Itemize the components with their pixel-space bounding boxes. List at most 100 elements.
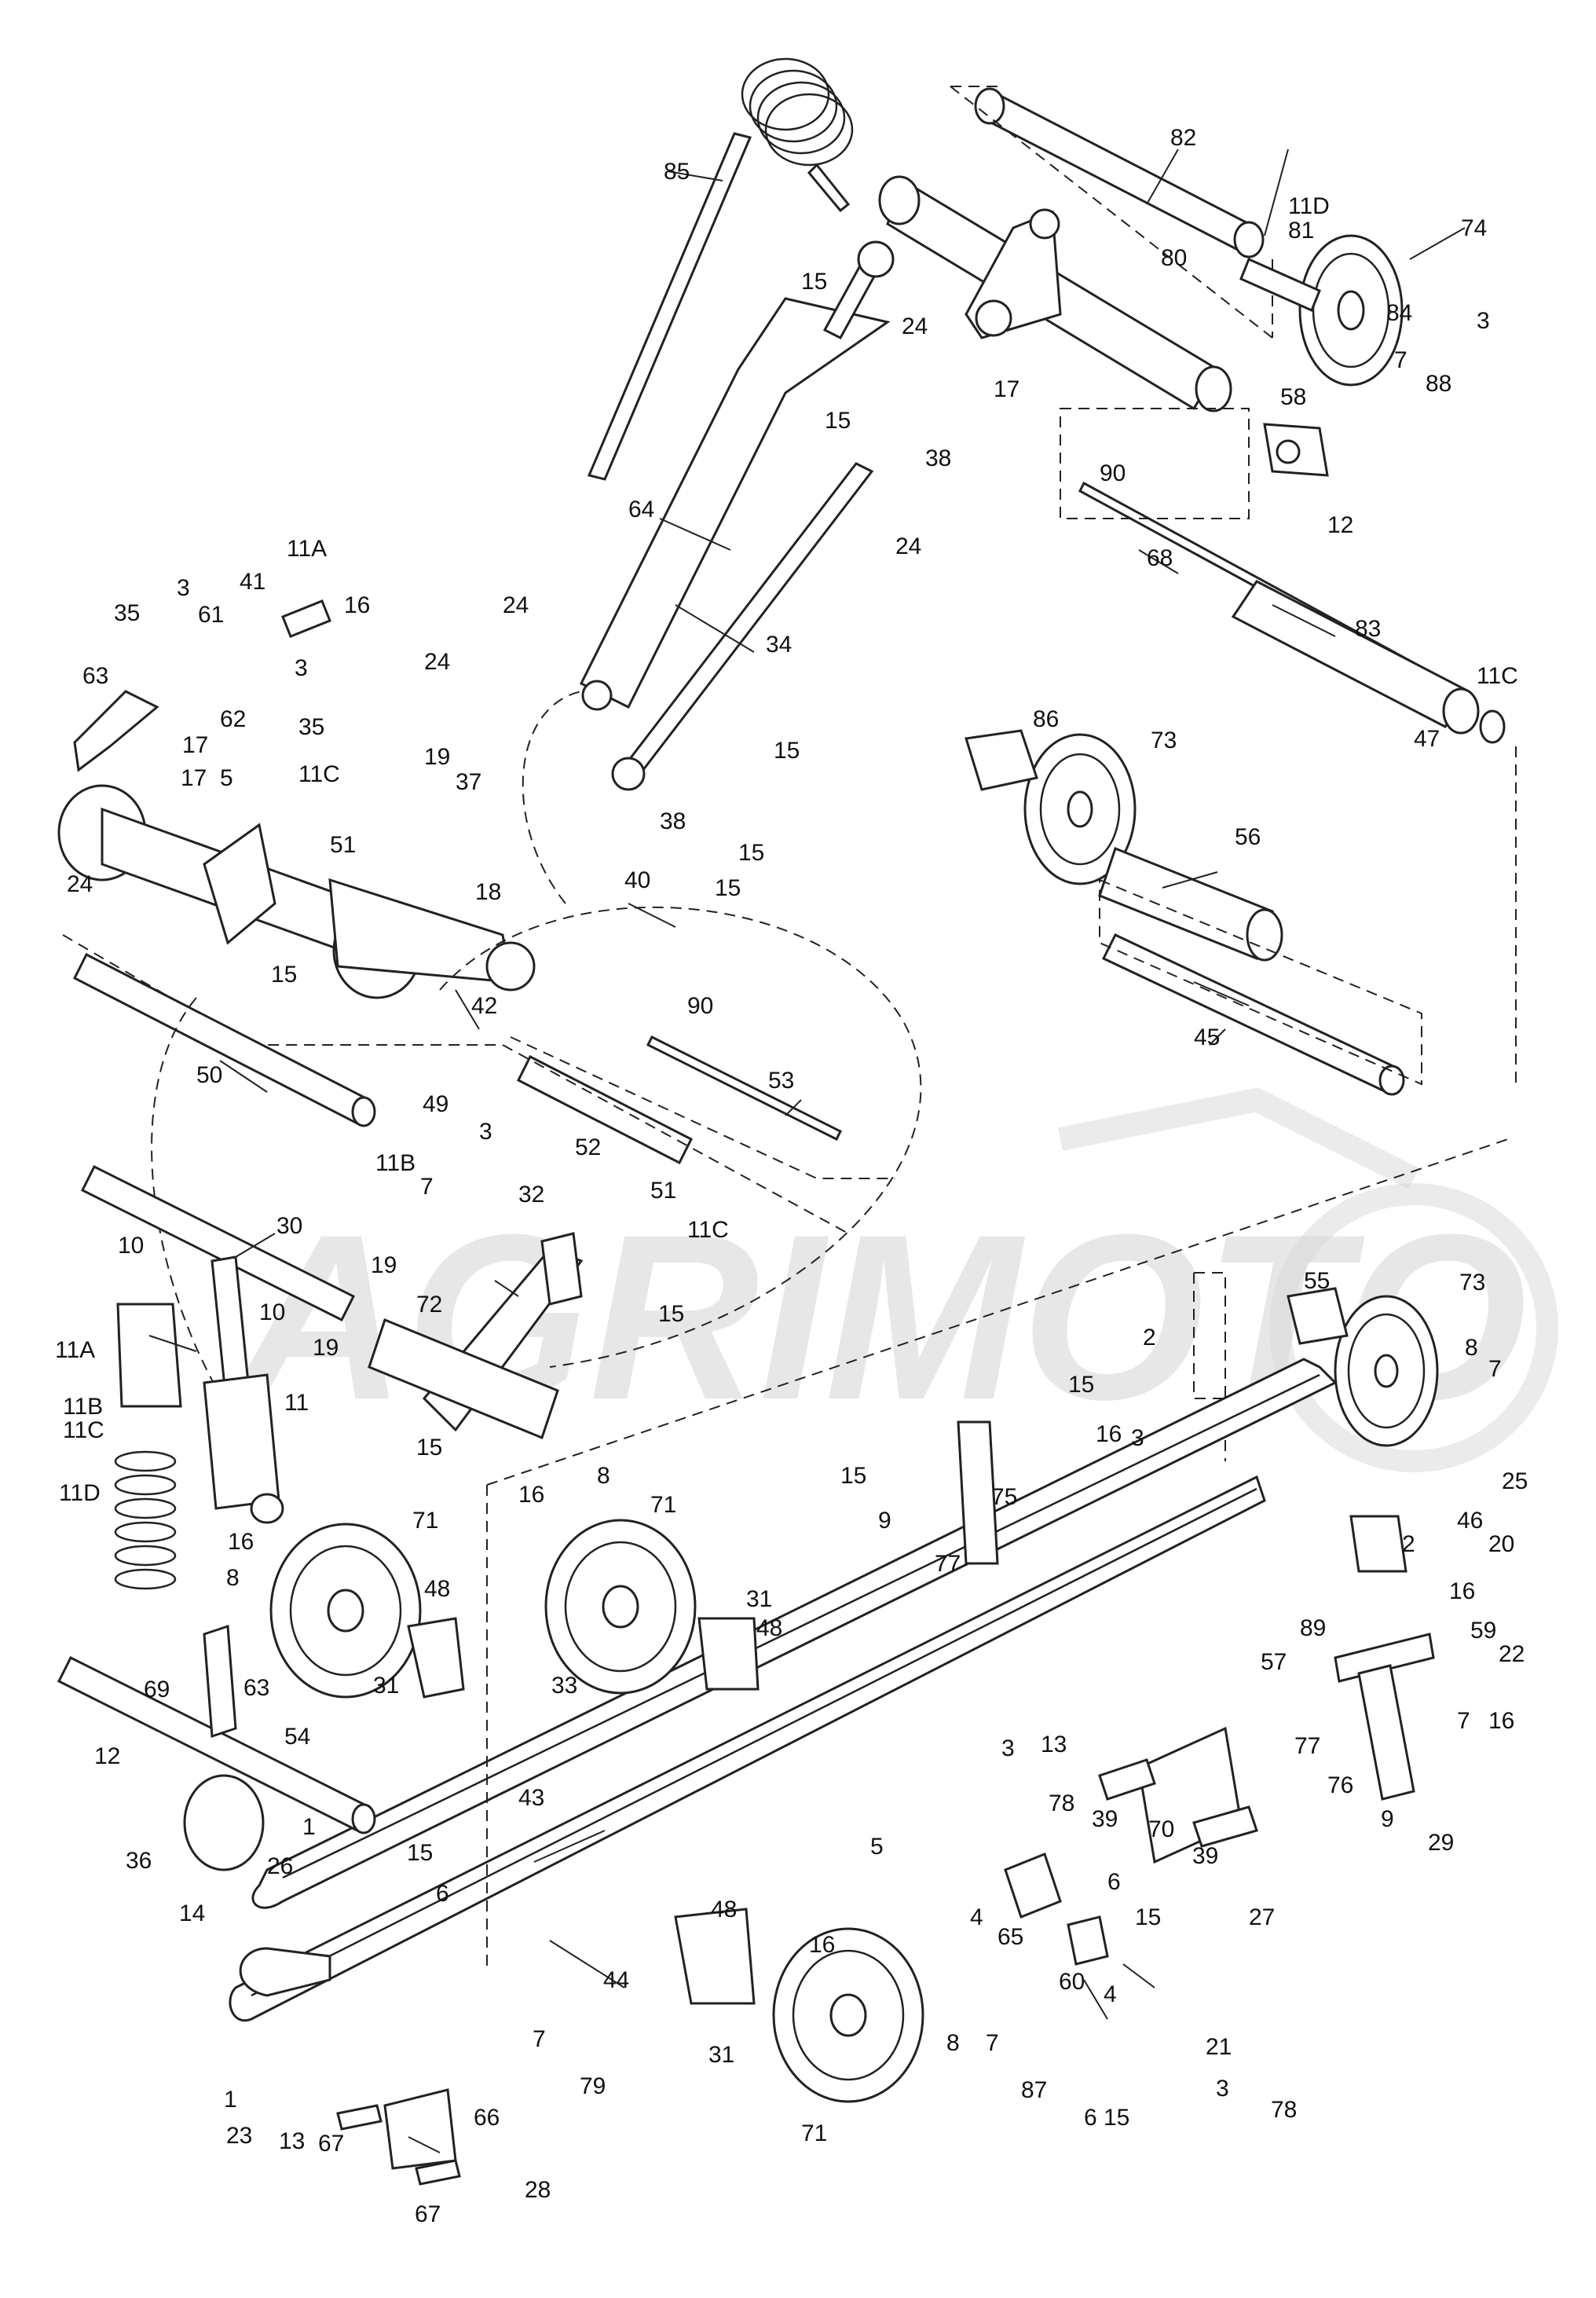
wheel-bracket-52-center <box>697 1617 760 1691</box>
callout-42a: 38 <box>925 445 951 471</box>
callout-19m: 15 <box>1104 2105 1129 2131</box>
shaft-54 <box>72 952 376 1127</box>
callout-29: 25 <box>1502 1468 1528 1494</box>
callout-62: 58 <box>1280 384 1306 410</box>
callout-47: 43 <box>518 1785 544 1811</box>
callout-39b: 35 <box>298 714 324 740</box>
callout-20c: 16 <box>518 1482 544 1508</box>
callout-70: 66 <box>474 2105 500 2131</box>
callout-68: 64 <box>628 497 654 522</box>
callout-76: 72 <box>416 1292 442 1318</box>
callout-48: 44 <box>603 1967 629 1993</box>
callout-77b: 73 <box>1459 1270 1485 1296</box>
callout-25: 21 <box>1206 2034 1232 2060</box>
callout-7b: 7 <box>420 1174 434 1200</box>
slide-rail-47 <box>251 1358 1338 1909</box>
callout-8d: 8 <box>946 2030 960 2056</box>
callout-28b: 24 <box>895 533 921 559</box>
callout-64: 60 <box>1059 1969 1085 1995</box>
callout-7c: 7 <box>1488 1356 1502 1382</box>
rail-end-48 <box>239 1947 331 1997</box>
callout-8b: 8 <box>597 1463 610 1489</box>
front-shock-11 <box>203 1255 284 1524</box>
callout-34: 30 <box>276 1213 302 1239</box>
callout-3d: 3 <box>479 1119 492 1145</box>
callout-8a: 8 <box>1465 1335 1478 1361</box>
callout-69: 65 <box>998 1924 1023 1950</box>
link-plate-61 <box>1334 1633 1435 1683</box>
callout-20a: 16 <box>344 592 370 618</box>
idler-wheel-75-left <box>269 1523 422 1699</box>
callout-81a: 77 <box>935 1551 961 1577</box>
callout-23b: 19 <box>371 1252 397 1278</box>
idler-wheel-77-lower <box>1287 1287 1439 1447</box>
callout-89: 85 <box>664 159 690 185</box>
plate-71-lower <box>415 2159 461 2186</box>
callout-77a: 73 <box>1151 728 1177 753</box>
bumper-67-lower <box>203 1624 237 1739</box>
leader-lines <box>148 148 1466 2153</box>
callout-11D: 11D <box>59 1480 101 1506</box>
callout-5b: 5 <box>870 1834 884 1860</box>
callout-18: 14 <box>179 1900 205 1926</box>
idler-wheel-75-center <box>544 1519 697 1695</box>
callout-28c: 24 <box>503 592 529 618</box>
callout-28e: 24 <box>67 871 93 897</box>
callout-3e: 3 <box>1131 1425 1144 1451</box>
callout-31: 27 <box>1249 1904 1275 1930</box>
callout-58: 54 <box>284 1724 310 1750</box>
callout-45: 41 <box>240 569 265 595</box>
callout-90: 86 <box>1033 706 1059 732</box>
callout-14a: 11C <box>1477 663 1518 689</box>
callout-35c: 31 <box>708 2042 734 2068</box>
callout-52b: 48 <box>756 1615 782 1641</box>
callout-65: 61 <box>198 602 224 628</box>
spacer-tube-60 <box>1098 847 1283 962</box>
plate-71-upper <box>336 2104 383 2131</box>
callout-35a: 31 <box>746 1586 772 1612</box>
callout-71b: 67 <box>415 2201 441 2227</box>
callout-12: 11A <box>287 536 327 562</box>
callout-19j: 15 <box>840 1463 866 1489</box>
callout-9b: 9 <box>1381 1806 1394 1832</box>
callout-50: 46 <box>1457 1508 1483 1534</box>
callout-93: 89 <box>1300 1615 1326 1641</box>
callout-11C: 11C <box>63 1417 104 1443</box>
callout-11B: 11B <box>63 1394 103 1420</box>
callout-75c: 71 <box>801 2120 827 2146</box>
callout-52c: 48 <box>711 1897 737 1922</box>
callout-49: 45 <box>1194 1024 1220 1050</box>
callout-3c: 3 <box>295 655 308 681</box>
front-arm-assembly <box>57 784 536 999</box>
callout-8c: 8 <box>226 1565 240 1591</box>
callout-4b: 4 <box>1104 1981 1117 2007</box>
callout-54: 50 <box>196 1062 222 1088</box>
callout-22: 18 <box>475 879 501 905</box>
callout-19g: 15 <box>658 1301 684 1327</box>
callout-3g: 3 <box>1216 2076 1229 2102</box>
callout-7e: 7 <box>533 2026 546 2052</box>
plate-43-lower <box>1192 1805 1258 1848</box>
callout-92: 88 <box>1426 371 1451 397</box>
callout-32: 28 <box>525 2177 551 2203</box>
callout-19l: 15 <box>1135 1904 1161 1930</box>
torsion-spring-right <box>587 57 854 481</box>
cross-shaft-58 <box>57 1655 376 1834</box>
shaft-56 <box>516 1054 694 1165</box>
callout-16b: 12 <box>94 1743 120 1769</box>
callout-55a: 51 <box>330 832 356 858</box>
callout-3b: 3 <box>177 575 190 601</box>
callout-87: 83 <box>1355 616 1381 642</box>
callout-38: 34 <box>766 632 792 658</box>
callout-21c: 17 <box>181 765 207 791</box>
callout-11A: 11A <box>55 1337 95 1363</box>
rear-shaft-upper <box>974 87 1265 258</box>
pivot-shaft-34 <box>80 1164 356 1322</box>
callout-2b: 2 <box>1402 1531 1415 1557</box>
callout-85: 81 <box>1288 218 1314 244</box>
callout-2a: 2 <box>1143 1325 1156 1351</box>
callout-26: 22 <box>1499 1641 1525 1667</box>
callout-67b: 63 <box>243 1675 269 1701</box>
callout-4a: 4 <box>970 1904 983 1930</box>
